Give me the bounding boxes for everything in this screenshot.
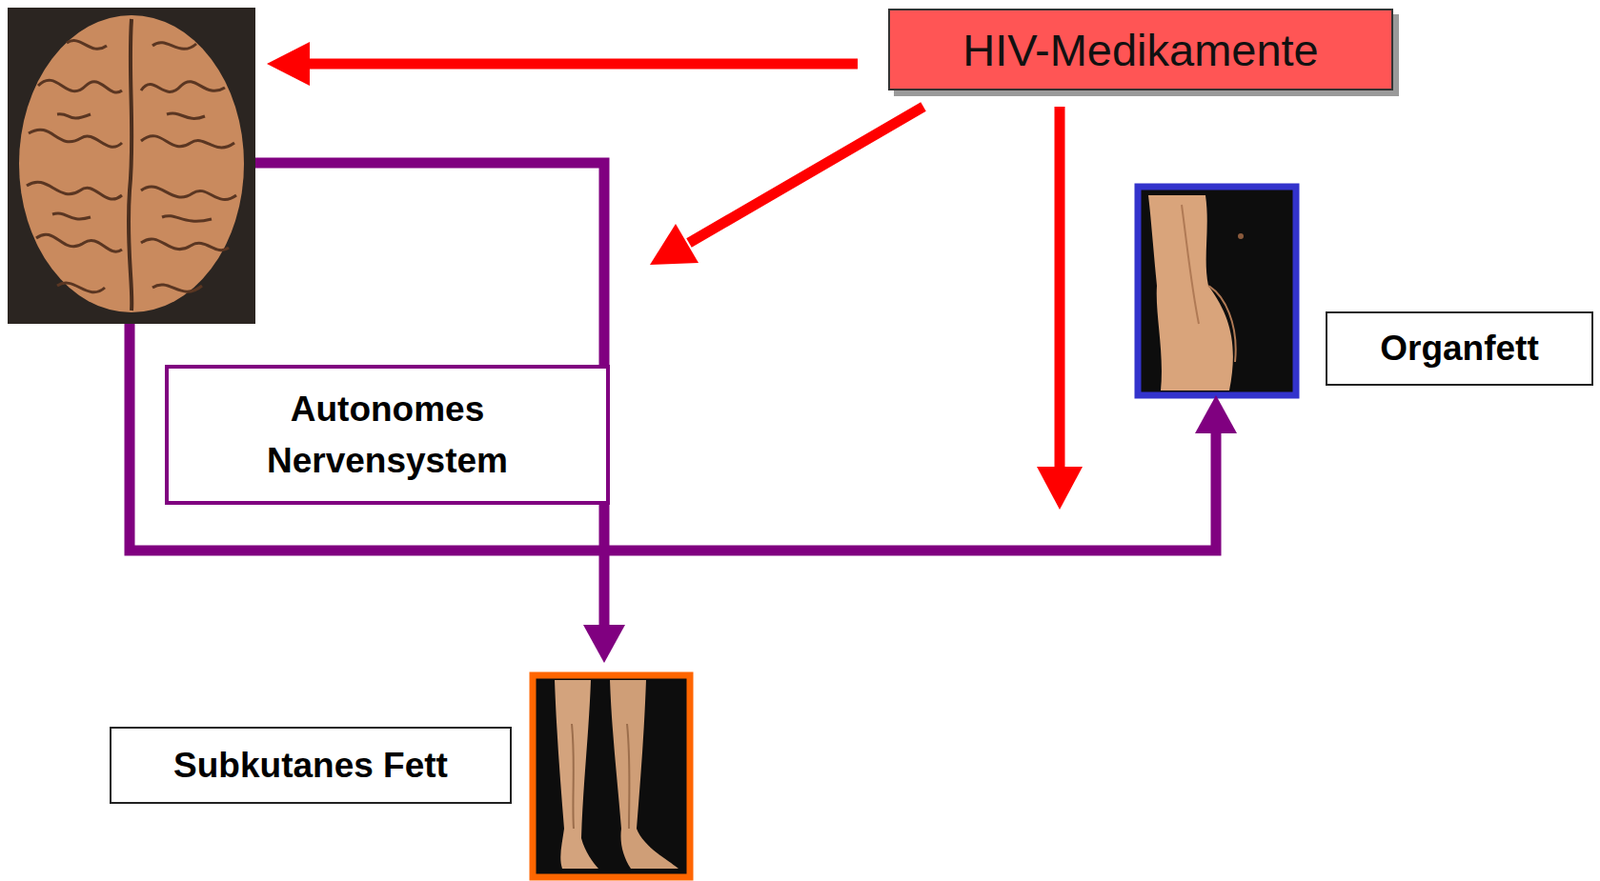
node-text: Autonomes Nervensystem — [168, 384, 607, 487]
node-text: Organfett — [1379, 328, 1540, 369]
torso-picture — [1137, 186, 1297, 396]
legs-picture — [532, 675, 690, 878]
node-text: HIV-Medikamente — [962, 23, 1319, 77]
drug-box: HIV-Medikamente — [888, 8, 1394, 91]
label-box: Subkutanes Fett — [109, 727, 512, 805]
node-text: Subkutanes Fett — [173, 746, 448, 787]
nerve-lines — [129, 162, 1237, 664]
system-box: Autonomes Nervensystem — [164, 364, 610, 506]
brain-picture — [7, 7, 256, 325]
label-box: Organfett — [1325, 311, 1594, 386]
